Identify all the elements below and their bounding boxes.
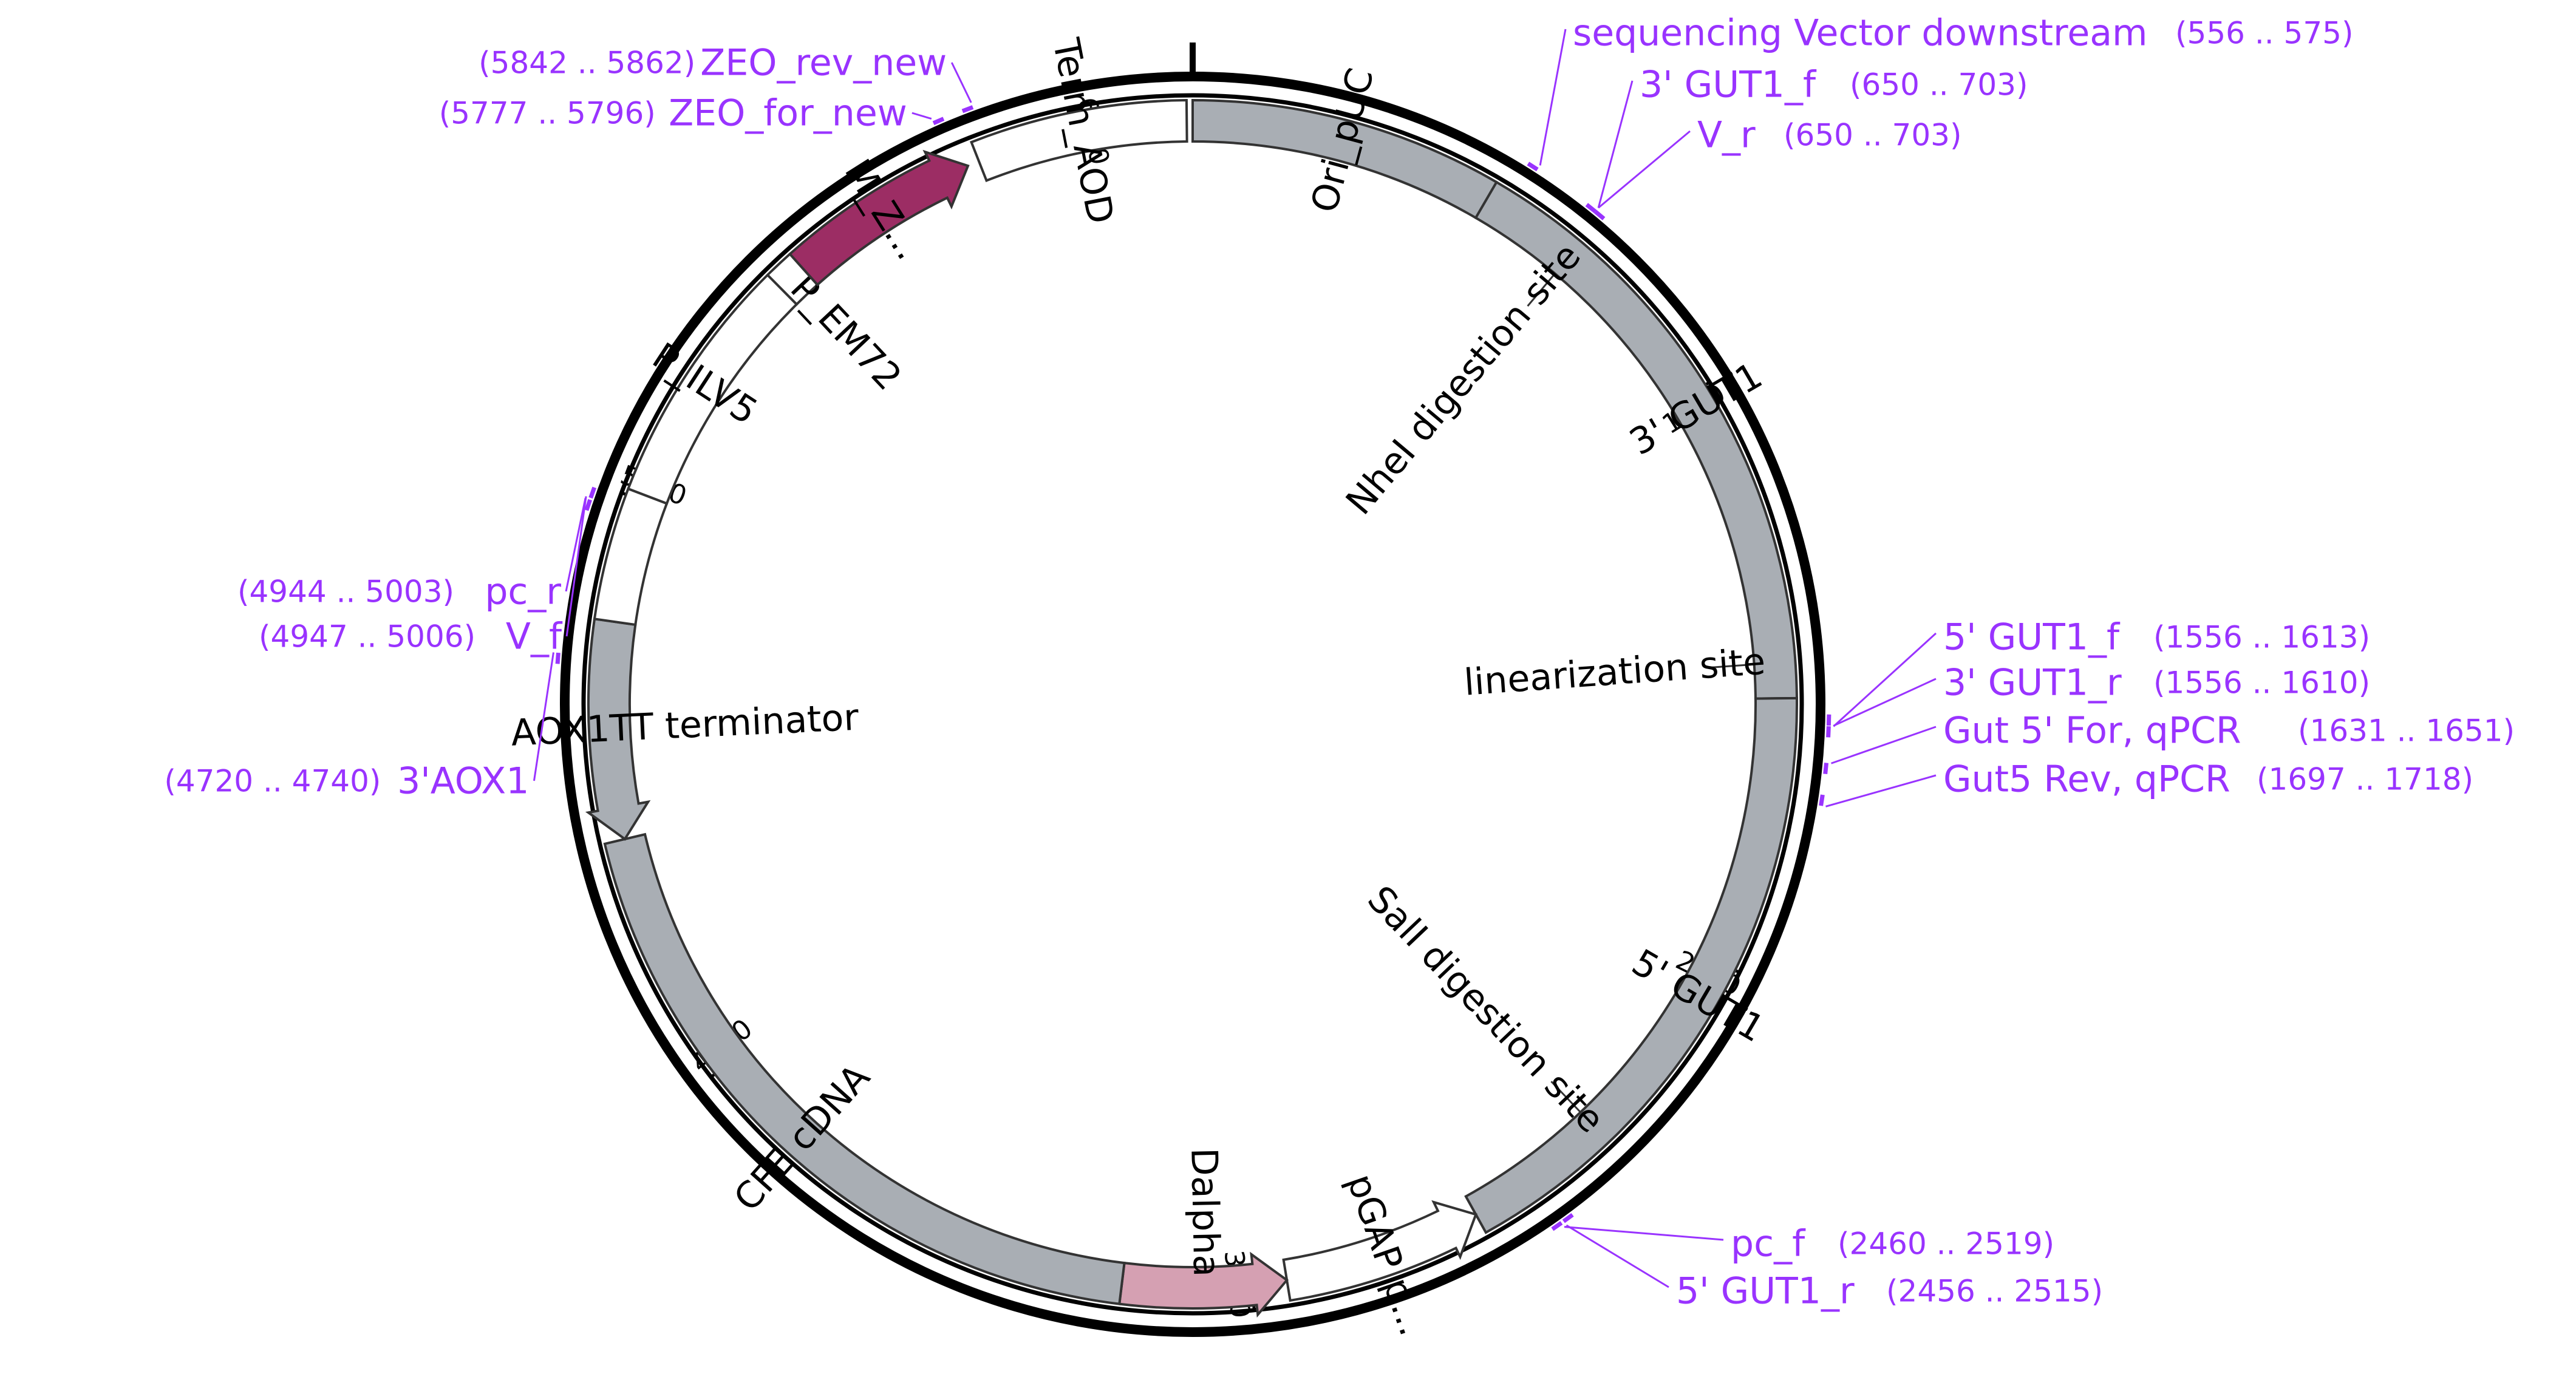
primer-range: (650 .. 703) [1784,118,1961,153]
site-tick [1527,273,1556,307]
primer-gut5-for-qpcr: Gut 5' For, qPCR (1631 .. 1651) [1823,710,2515,775]
primer-range: (5842 .. 5862) [479,46,695,81]
primer-leader [950,62,972,103]
feature-m-z: M_Z... [788,149,970,287]
primer-leader [1564,1226,1724,1241]
primer-mark [961,105,974,114]
primer-range: (4720 .. 4740) [164,764,381,799]
primer-range: (4947 .. 5006) [259,619,475,655]
primer-leader [565,498,587,592]
site-tick [1550,1081,1581,1113]
primer-range: (5777 .. 5796) [439,96,656,131]
primer-leader [911,112,932,120]
primer-pc-f: pc_f (2460 .. 2519) [1551,1221,2054,1265]
primer-range: (1556 .. 1610) [2153,665,2370,701]
primer-mark [1585,203,1597,214]
primer-range: (4944 .. 5003) [237,574,454,610]
primer-mark [588,486,597,499]
primer-leader [1833,632,1937,727]
primer-leader [1539,29,1567,166]
primer-name: pc_r [485,571,561,613]
feature-blank-small [593,487,669,627]
feature-term-aod: Term_AOD [969,35,1188,227]
primer-mark [1826,726,1831,738]
primer-v-f: V_f (4947 .. 5006) [259,486,597,658]
primer-name: 3' GUT1_r [1943,662,2122,704]
primer-zeo-rev-new: ZEO_rev_new(5842 .. 5862) [479,42,974,114]
primer-mark [1823,763,1829,775]
primer-name: 3' GUT1_f [1640,64,1817,106]
primer-name: pc_f [1731,1223,1806,1265]
primer-mark [1819,794,1825,806]
feature-shape [969,99,1188,183]
primer-mark [932,117,945,126]
feature-label: P_EM72 [782,267,910,399]
primer-zeo-for-new: ZEO_for_new (5777 .. 5796) [439,92,945,135]
primer-name: 5' GUT1_r [1676,1270,1855,1313]
primers: sequencing Vector downstream (556 .. 575)… [164,12,2515,1313]
feature-label: Dalpha [1182,1148,1227,1277]
primer-leader [565,496,587,637]
primer-gut1-3-r: 3' GUT1_r (1556 .. 1610) [1826,662,2370,727]
primer-range: (556 .. 575) [2175,16,2353,51]
primer-name: 3'AOX1 [397,760,529,803]
primer-range: (650 .. 703) [1850,67,2028,103]
primer-name: V_r [1697,114,1756,157]
feature-shape [593,487,669,627]
primer-leader [1566,1224,1669,1288]
primer-name: 5' GUT1_f [1943,616,2121,659]
primer-name: ZEO_rev_new [700,42,947,84]
primer-name: Gut5 Rev, qPCR [1943,758,2230,801]
feature-shape [603,832,1126,1305]
primer-leader [1831,726,1937,764]
primer-range: (1631 .. 1651) [2298,713,2515,749]
primer-range: (2460 .. 2519) [1838,1226,2054,1262]
primer-mark [1527,162,1539,172]
primer-pc-r: pc_r (4944 .. 5003) [237,498,592,613]
primer-leader [533,652,554,781]
site-label-nhei: NheI digestion site [1338,236,1589,523]
primer-leader [1825,774,1937,808]
feature-ori-puc: Ori_pUC [1191,64,1499,220]
primer-leader [1597,80,1634,208]
primer-mark [1562,1212,1574,1223]
primer-name: ZEO_for_new [669,92,907,135]
feature-dalpha: Dalpha [1118,1148,1289,1318]
primer-name: V_f [506,616,563,658]
primer-aox1-3: 3'AOX1 (4720 .. 4740) [164,652,561,803]
primer-name: Gut 5' For, qPCR [1943,710,2241,752]
primer-v-r: V_r (650 .. 703) [1585,114,1961,214]
site-tick [1711,663,1754,668]
primer-range: (2456 .. 2515) [1886,1274,2103,1309]
primer-gut1-3-f: 3' GUT1_f (650 .. 703) [1593,64,2028,220]
feature-pgap: pGAP p... [1282,1169,1478,1341]
primer-gut1-5-r: 5' GUT1_r (2456 .. 2515) [1562,1212,2103,1313]
site-label-sali: SalI digestion site [1359,878,1612,1141]
primer-range: (1556 .. 1613) [2153,620,2370,655]
site-label-linearization: linearization site [1463,641,1767,704]
primer-mark [555,652,561,664]
primer-name: sequencing Vector downstream [1573,12,2148,55]
primer-seq-vector-down: sequencing Vector downstream (556 .. 575) [1527,12,2353,172]
primer-leader [1833,678,1937,727]
primer-mark [1593,209,1606,220]
feature-p-em72: P_EM72 [766,252,910,399]
primer-gut1-5-f: 5' GUT1_f (1556 .. 1613) [1826,616,2370,738]
primer-gut5-rev-qpcr: Gut5 Rev, qPCR (1697 .. 1718) [1819,758,2473,808]
primer-range: (1697 .. 1718) [2257,762,2473,797]
primer-mark [584,498,592,511]
feature-shape [788,149,970,287]
primer-leader [1598,130,1691,209]
primer-mark [1551,1221,1563,1231]
